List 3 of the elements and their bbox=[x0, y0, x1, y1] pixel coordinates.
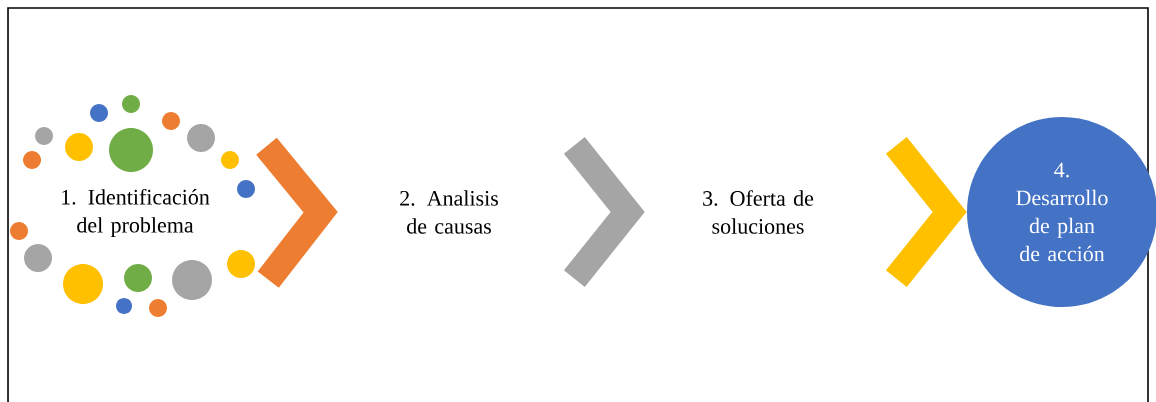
step-label: 1. Identificación del problema bbox=[62, 188, 210, 238]
step-label: 3. Oferta de soluciones bbox=[703, 190, 814, 234]
step-label: 2. Analisis de causas bbox=[400, 190, 498, 234]
